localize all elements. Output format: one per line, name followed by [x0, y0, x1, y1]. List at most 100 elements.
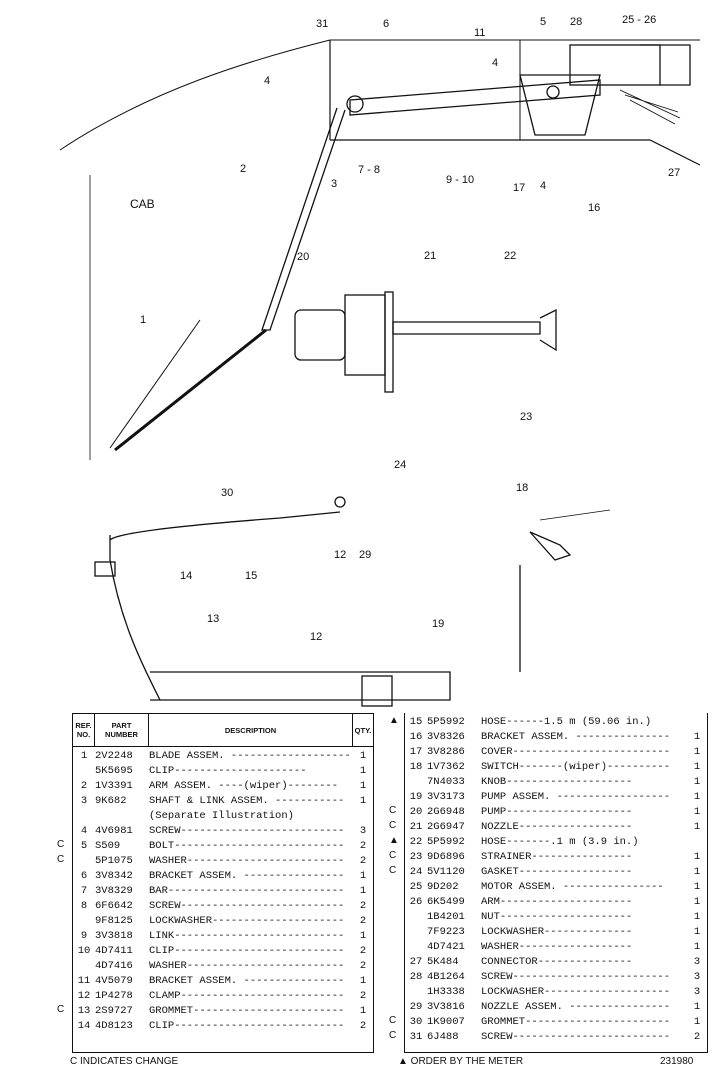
part-number-cell: 4V5079 — [95, 975, 133, 987]
change-marker: C — [57, 839, 65, 850]
callout-19: 19 — [432, 618, 444, 630]
pump-hose — [392, 321, 541, 335]
qty-cell: 1 — [693, 821, 701, 833]
qty-cell — [353, 809, 373, 824]
part-number-cell: 1V7362 — [427, 761, 465, 773]
link-bar — [349, 79, 601, 116]
ref-cell: 8 — [80, 900, 88, 912]
change-marker: C — [389, 1015, 397, 1026]
description-cell: PUMP ASSEM. ------------------ — [481, 791, 671, 803]
part-number-cell: 4D8123 — [95, 1020, 133, 1032]
ref-cell: 30 — [409, 1016, 423, 1028]
callout-4a: 4 — [264, 75, 270, 87]
qty-cell: 1 — [693, 746, 701, 758]
qty-cell: 1 — [693, 1016, 701, 1028]
part-number-cell: 5V1120 — [427, 866, 465, 878]
part-number-cell: 4B1264 — [427, 971, 465, 983]
description-cell: CLIP--------------------------- — [149, 945, 345, 957]
ref-cell — [73, 764, 95, 779]
description-cell: NUT--------------------- — [481, 911, 633, 923]
change-marker: C — [57, 854, 65, 865]
switch-leader — [539, 509, 611, 521]
nozzle-part — [334, 496, 346, 508]
bracket-outline — [640, 44, 691, 86]
pivot-bolt — [546, 85, 560, 99]
part-number-cell: 3V3816 — [427, 1001, 465, 1013]
ref-cell: 29 — [409, 1001, 423, 1013]
change-marker: C — [389, 805, 397, 816]
shaft-pivot — [346, 95, 364, 113]
cab-rear-frame — [519, 40, 640, 141]
part-number-cell: 5P5992 — [427, 836, 465, 848]
description-cell: SCREW------------------------- — [481, 1031, 671, 1043]
qty-cell: 1 — [693, 881, 701, 893]
callout-17: 17 — [513, 182, 525, 194]
part-number-cell: 1B4201 — [427, 911, 465, 923]
description-cell: SWITCH-------(wiper)---------- — [481, 761, 671, 773]
blade-edge — [109, 319, 201, 449]
table-row: 5K5695 CLIP---------------------1 — [73, 764, 373, 779]
change-marker: C — [389, 850, 397, 861]
description-cell: LOCKWASHER-------------- — [481, 926, 633, 938]
wiper-blade — [114, 328, 267, 452]
description-cell: BLADE ASSEM. ------------------- — [149, 750, 351, 762]
qty-header: QTY. — [354, 725, 372, 735]
ref-cell: 1 — [80, 750, 88, 762]
qty-cell: 2 — [693, 1031, 701, 1043]
table-row: 4D7421 WASHER------------------1 — [405, 940, 707, 955]
ref-cell: 11 — [77, 975, 91, 987]
description-cell: ARM--------------------- — [481, 896, 633, 908]
description-cell: SCREW-------------------------- — [149, 900, 345, 912]
ref-cell: 26 — [409, 896, 423, 908]
doc-number: 231980 — [660, 1056, 694, 1067]
ref-cell: 23 — [409, 851, 423, 863]
qty-cell: 1 — [693, 731, 701, 743]
ref-cell: 31 — [409, 1031, 423, 1043]
callout-27: 27 — [668, 167, 680, 179]
ref-cell: 25 — [409, 881, 423, 893]
ref-cell: 10 — [77, 945, 91, 957]
pump-gasket — [384, 291, 394, 393]
meter-note: ▲ ORDER BY THE METER — [398, 1056, 524, 1067]
part-number-cell: 3V8342 — [95, 870, 133, 882]
description-cell: PUMP-------------------- — [481, 806, 633, 818]
callout-21: 21 — [424, 250, 436, 262]
ref-cell: 27 — [409, 956, 423, 968]
qty-cell: 2 — [359, 915, 367, 927]
description-cell: HOSE------1.5 m (59.06 in.) — [481, 716, 652, 728]
qty-cell: 1 — [693, 926, 701, 938]
description-cell: CLIP--------------------- — [149, 765, 307, 777]
qty-cell: 2 — [359, 840, 367, 852]
part-number-cell: 1P4278 — [95, 990, 133, 1002]
qty-cell: 2 — [359, 1020, 367, 1032]
description-cell: SCREW-------------------------- — [149, 825, 345, 837]
part-number-cell: 7N4033 — [427, 776, 465, 788]
part-number-cell: 6F6642 — [95, 900, 133, 912]
part-number-cell — [95, 809, 149, 824]
ref-cell: 24 — [409, 866, 423, 878]
ref-cell — [73, 809, 95, 824]
callout-12b: 12 — [310, 631, 322, 643]
ref-cell — [405, 775, 427, 790]
qty-cell: 1 — [693, 791, 701, 803]
part-number-cell: 3V8326 — [427, 731, 465, 743]
ref-cell: 18 — [409, 761, 423, 773]
ref-cell: 5 — [80, 840, 88, 852]
